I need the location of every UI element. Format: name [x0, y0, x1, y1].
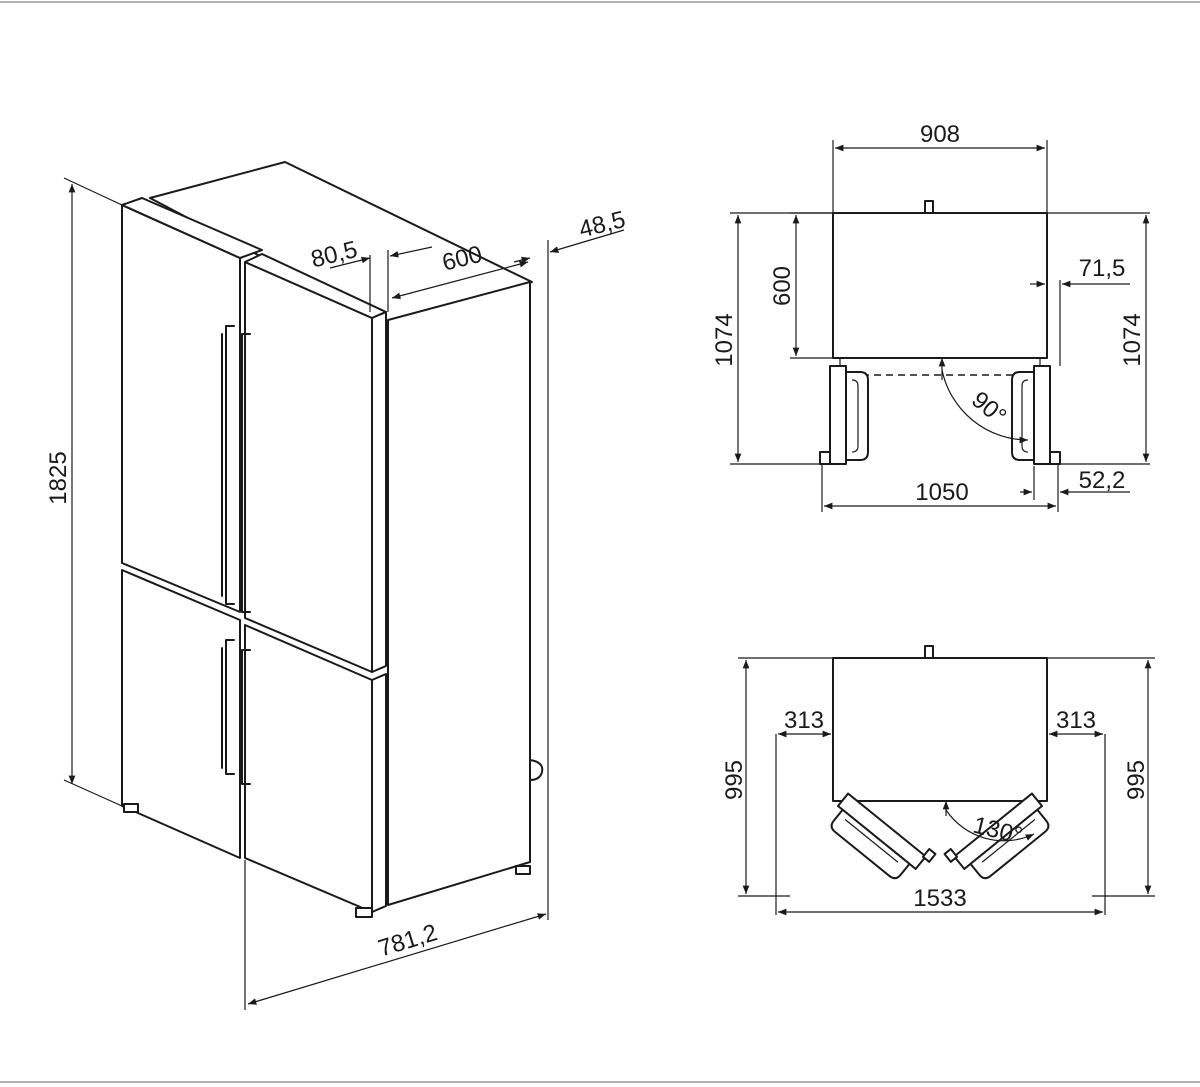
right-door-shelf-90	[1011, 371, 1035, 461]
dim-width-label-90: 908	[920, 121, 960, 148]
dim-handle-offset-label-90: 52,2	[1079, 467, 1126, 494]
left-lower-door	[121, 569, 241, 859]
dim-height-label: 1825	[45, 451, 72, 504]
body-130	[832, 657, 1048, 802]
dim-open-width-label-90: 1050	[915, 479, 968, 506]
dim-rear-gap-label: 48,5	[576, 206, 628, 244]
door-handles	[221, 325, 251, 785]
left-upper-door-top	[121, 197, 263, 259]
top-view-130: 130° 313 313 995 995 1533	[721, 645, 1155, 916]
dim-total-depth-line	[247, 913, 547, 1005]
left-door-90	[829, 365, 847, 465]
right-door-90	[1033, 365, 1051, 465]
right-lower-door-edge	[371, 673, 387, 913]
left-door-shelf-90	[845, 371, 869, 461]
dim-rear-gap-line	[549, 229, 625, 253]
top-view-90: 90° 908 600 1074 1074 71,5 1050	[711, 121, 1150, 512]
isometric-view: 1825 80,5 600 48,5 781,2	[45, 161, 628, 1010]
cabinet-side	[387, 281, 531, 906]
dim-right-clear-label-130: 313	[1056, 707, 1096, 734]
right-upper-door	[244, 261, 373, 673]
angle-arc-90	[941, 369, 1029, 444]
dim-left-clear-label-130: 313	[784, 707, 824, 734]
dim-open-width-label-130: 1533	[913, 885, 966, 912]
front-foot-left	[123, 803, 139, 813]
dim-depth-right-label-130: 995	[1123, 760, 1150, 800]
right-lower-door	[244, 624, 373, 913]
side-foot	[515, 865, 531, 875]
dim-depth-left-label-130: 995	[721, 760, 748, 800]
rear-vent-90	[924, 200, 934, 214]
dim-depth-right-label-90: 1074	[1119, 313, 1146, 366]
dim-door-depth-line	[329, 256, 371, 269]
front-foot-right	[355, 907, 373, 918]
angle-label-90: 90°	[966, 386, 1011, 430]
dim-side-clear-label-90: 71,5	[1079, 255, 1126, 282]
dim-depth-left-label-90: 1074	[711, 313, 738, 366]
dim-body-depth-label-90: 600	[769, 266, 796, 306]
angle-arc-130	[945, 809, 1035, 842]
right-upper-door-edge	[371, 311, 387, 673]
rear-foot	[529, 759, 544, 781]
rear-vent-130	[924, 645, 934, 659]
body-90	[832, 212, 1048, 359]
dim-depth-line	[391, 260, 529, 300]
